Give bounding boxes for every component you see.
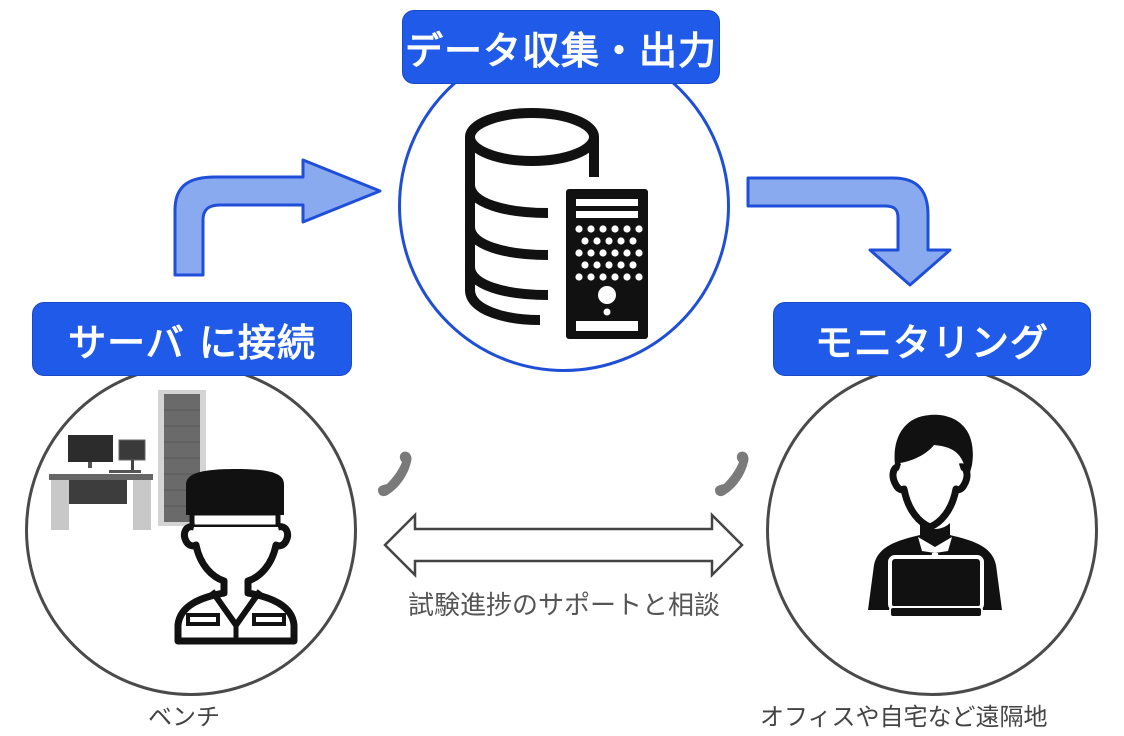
server-vent-dot [617, 261, 625, 269]
bidirectional-arrow [383, 511, 744, 579]
server-vent-dot [575, 249, 583, 257]
server-vent-dot [587, 225, 595, 233]
server-vent-dot [611, 273, 619, 281]
technician-icon [174, 469, 298, 645]
server-connection-label: サーバ に接続 [32, 302, 352, 376]
server-vent-dot [635, 249, 643, 257]
server-vent-dot [611, 249, 619, 257]
phone-icon [715, 451, 749, 497]
server-vent-dot [629, 237, 637, 245]
monitoring-label: モニタリング [773, 302, 1091, 376]
server-vent-dot [587, 273, 595, 281]
server-vent-dot [599, 273, 607, 281]
server-vent-dot [623, 273, 631, 281]
office-worker-with-laptop-icon [868, 414, 1002, 618]
remote-location-caption: オフィスや自宅など遠隔地 [760, 703, 1048, 731]
server-vent-dot [611, 225, 619, 233]
data-collection-label: データ収集・出力 [402, 10, 720, 84]
server-vent-dot [587, 249, 595, 257]
server-vent-dot [635, 273, 643, 281]
bench-caption: ベンチ [148, 703, 220, 731]
server-vent-dot [623, 249, 631, 257]
server-vent-dot [593, 237, 601, 245]
flow-arrow-to-monitoring [746, 176, 952, 287]
support-consultation-label: 試験進捗のサポートと相談 [407, 591, 720, 621]
server-vent-dot [599, 249, 607, 257]
server-vent-dot [581, 237, 589, 245]
server-vent-dot [575, 273, 583, 281]
server-vent-dot [623, 225, 631, 233]
server-vent-dot [635, 225, 643, 233]
test-bench-equipment-icon [49, 390, 206, 530]
server-vent-dot [593, 261, 601, 269]
server-vent-dot [581, 261, 589, 269]
database-server-icon [465, 108, 648, 339]
server-vent-dot [629, 261, 637, 269]
flow-arrow-to-data-collection [173, 158, 382, 277]
server-vent-dot [605, 261, 613, 269]
server-vent-dot [605, 237, 613, 245]
phone-icon [378, 451, 412, 497]
server-vent-dot [599, 225, 607, 233]
server-vent-dot [575, 225, 583, 233]
server-vent-dot [617, 237, 625, 245]
data-collection-circle [398, 40, 730, 372]
